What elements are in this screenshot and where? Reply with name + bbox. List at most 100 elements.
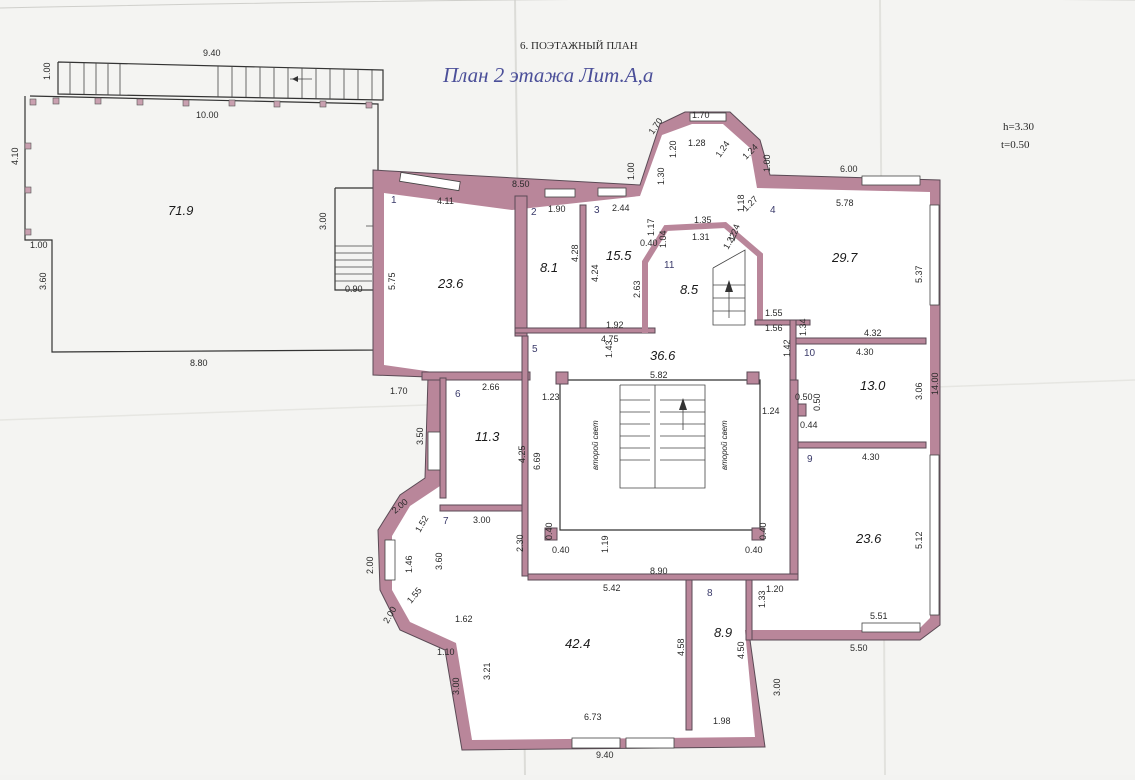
dimension-label: 4.30 xyxy=(862,452,880,462)
room-area-label: 15.5 xyxy=(606,248,632,263)
room-number: 3 xyxy=(594,205,600,216)
room-area-label: 8.1 xyxy=(540,260,558,275)
dimension-label: 1.35 xyxy=(694,215,712,225)
dimension-label: 4.30 xyxy=(856,347,874,357)
room-area-label: 23.6 xyxy=(855,531,882,546)
dimension-label: 1.46 xyxy=(404,555,414,573)
dimension-label: 1.04 xyxy=(658,230,668,248)
dimension-label: 3.60 xyxy=(38,272,48,290)
dimension-label: 0.40 xyxy=(745,545,763,555)
room-number: 6 xyxy=(455,389,461,400)
dimension-label: 10.00 xyxy=(196,110,219,120)
dimension-label: 0.40 xyxy=(758,522,768,540)
dimension-label: 3.00 xyxy=(318,212,328,230)
room-area-label: 42.4 xyxy=(565,636,590,651)
dimension-label: 1.00 xyxy=(42,62,52,80)
dimension-label: 3.60 xyxy=(434,552,444,570)
dimension-label: 1.31 xyxy=(692,232,710,242)
dimension-label: 4.10 xyxy=(10,147,20,165)
room-area-label: 13.0 xyxy=(860,378,886,393)
dimension-label: 3.00 xyxy=(473,515,491,525)
dimension-label: 14.00 xyxy=(930,372,940,395)
room-number: 8 xyxy=(707,588,713,599)
thickness-note: t=0.50 xyxy=(1001,139,1030,151)
windows xyxy=(384,112,940,749)
dimension-label: 8.90 xyxy=(650,566,668,576)
dimension-label: 0.90 xyxy=(345,284,363,294)
plan-title: План 2 этажа Лит.А,а xyxy=(442,63,653,87)
room-labels: 1 23.6 2 8.1 3 15.5 11 8.5 4 29.7 5 36.6… xyxy=(391,195,886,651)
dimension-label: 1.19 xyxy=(600,535,610,553)
room-number: 11 xyxy=(664,260,675,271)
dimension-label: 1.00 xyxy=(762,154,772,172)
dimension-label: 1.23 xyxy=(542,392,560,402)
height-note: h=3.30 xyxy=(1003,121,1034,133)
dimension-label: 1.98 xyxy=(713,716,731,726)
dimension-label: 1.92 xyxy=(606,320,624,330)
room-number: 4 xyxy=(770,205,776,216)
dimension-label: 1.33 xyxy=(757,590,767,608)
dimension-labels: 9.40 1.00 10.00 4.10 1.00 3.60 8.80 3.00 0.90 5.7… xyxy=(10,48,940,760)
dimension-label: 4.58 xyxy=(676,638,686,656)
dimension-label: 1.24 xyxy=(762,406,780,416)
dimension-label: 0.40 xyxy=(552,545,570,555)
dimension-label: 6.73 xyxy=(584,712,602,722)
room-number: 7 xyxy=(443,516,449,527)
dimension-label: 1.18 xyxy=(736,194,746,212)
dimension-label: 1.00 xyxy=(626,162,636,180)
dimension-label: 3.00 xyxy=(451,677,461,695)
room-number: 2 xyxy=(531,207,537,218)
dimension-label: 4.32 xyxy=(864,328,882,338)
dimension-label: 2.66 xyxy=(482,382,500,392)
dimension-label: 4.24 xyxy=(590,264,600,282)
dimension-label: 0.50 xyxy=(795,392,813,402)
dimension-label: 5.42 xyxy=(603,583,621,593)
room-number: 5 xyxy=(532,344,538,355)
dimension-label: 1.70 xyxy=(390,386,408,396)
dimension-label: 1.56 xyxy=(765,323,783,333)
dimension-label: 1.20 xyxy=(766,584,784,594)
dimension-label: 0.50 xyxy=(812,393,822,411)
dimension-label: 4.11 xyxy=(437,196,454,206)
room-number: 10 xyxy=(804,348,816,359)
section-title: 6. ПОЭТАЖНЫЙ ПЛАН xyxy=(520,40,638,52)
room-area-label: 11.3 xyxy=(475,429,500,444)
terrace: 71.9 xyxy=(24,61,390,353)
dimension-label: 2.63 xyxy=(632,280,642,298)
room-area-label: 8.9 xyxy=(714,625,732,640)
dimension-label: 2.00 xyxy=(365,556,375,574)
dimension-label: 1.34 xyxy=(798,318,808,336)
dimension-label: 5.82 xyxy=(650,370,668,380)
room-number: 1 xyxy=(391,195,397,206)
dimension-label: 1.90 xyxy=(548,204,566,214)
dimension-label: 5.75 xyxy=(387,272,397,290)
dimension-label: 6.00 xyxy=(840,164,858,174)
dimension-label: 1.30 xyxy=(656,167,666,185)
dimension-label: 3.21 xyxy=(482,662,492,680)
dimension-label: 2.44 xyxy=(612,203,630,213)
second-light-label-right: второй свет xyxy=(720,420,729,470)
second-light-label-left: второй свет xyxy=(591,420,600,470)
dimension-label: 1.70 xyxy=(692,110,710,120)
dimension-label: 3.50 xyxy=(415,427,425,445)
room-area-label: 29.7 xyxy=(831,250,858,265)
dimension-label: 9.40 xyxy=(596,750,614,760)
room-area-label: 8.5 xyxy=(680,282,699,297)
dimension-label: 9.40 xyxy=(203,48,221,58)
dimension-label: 1.28 xyxy=(688,138,706,148)
room-area-label: 36.6 xyxy=(650,348,676,363)
dimension-label: 1.10 xyxy=(437,647,455,657)
dimension-label: 0.40 xyxy=(640,238,658,248)
dimension-label: 5.78 xyxy=(836,198,854,208)
dimension-label: 0.44 xyxy=(800,420,818,430)
dimension-label: 1.42 xyxy=(782,339,792,357)
dimension-label: 8.80 xyxy=(190,358,208,368)
dimension-label: 1.20 xyxy=(668,140,678,158)
room-area-label: 71.9 xyxy=(168,203,193,218)
dimension-label: 5.51 xyxy=(870,611,888,621)
dimension-label: 1.55 xyxy=(765,308,783,318)
dimension-label: 4.50 xyxy=(736,641,746,659)
dimension-label: 1.17 xyxy=(646,218,656,236)
